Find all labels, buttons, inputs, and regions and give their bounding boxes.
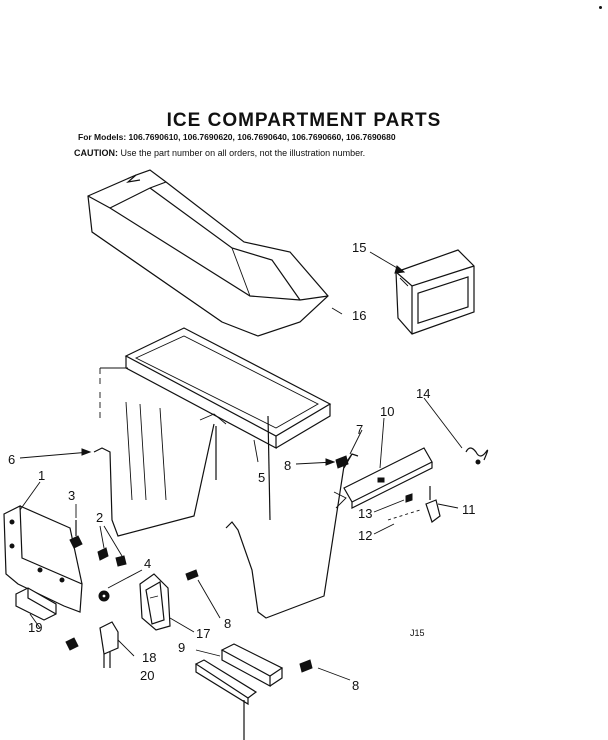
callout-4: 4 — [144, 556, 151, 571]
screw-8-a — [185, 569, 199, 581]
screw-8-b — [335, 455, 349, 469]
switch-part — [99, 621, 119, 668]
callout-16: 16 — [352, 308, 366, 323]
callout-5: 5 — [258, 470, 265, 485]
fastener-11 — [425, 486, 441, 523]
page-title: ICE COMPARTMENT PARTS — [166, 110, 442, 131]
arrow-8b — [325, 458, 336, 466]
screw-small — [65, 637, 79, 651]
callout-3: 3 — [68, 488, 75, 503]
ice-bucket-part — [87, 169, 329, 337]
arrow-15 — [394, 265, 406, 274]
mounting-bracket-part — [3, 505, 83, 613]
callout-8b: 8 — [284, 458, 291, 473]
callout-6: 6 — [8, 452, 15, 467]
callout-8a: 8 — [224, 616, 231, 631]
callout-14: 14 — [416, 386, 430, 401]
arrow-6 — [81, 448, 92, 456]
callout-8c: 8 — [352, 678, 359, 693]
spring-part — [465, 447, 489, 465]
callout-11: 11 — [462, 502, 476, 517]
shelf-tray-part — [124, 327, 332, 449]
front-cover-part — [395, 249, 475, 335]
callout-10: 10 — [380, 404, 394, 419]
callout-19: 19 — [28, 620, 42, 635]
callout-12: 12 — [358, 528, 372, 543]
callout-17: 17 — [196, 626, 210, 641]
nut-4 — [98, 590, 110, 602]
part-12-guide — [387, 509, 421, 521]
corner-mark — [599, 6, 602, 9]
clip-part — [220, 643, 284, 688]
callout-18: 18 — [142, 650, 156, 665]
right-wire-rod — [225, 415, 353, 619]
callout-2: 2 — [96, 510, 103, 525]
caution-text: Use the part number on all orders, not t… — [120, 148, 366, 158]
small-plate-part — [15, 587, 57, 621]
lever-plate-part — [333, 447, 433, 509]
callout-15: 15 — [352, 240, 366, 255]
bar-part — [194, 659, 258, 706]
callout-9: 9 — [178, 640, 185, 655]
callout-20: 20 — [140, 668, 154, 683]
caution-note: CAUTION: Use the part number on all orde… — [74, 148, 365, 158]
callout-7: 7 — [356, 422, 363, 437]
caution-label: CAUTION: — [74, 148, 118, 158]
callout-13: 13 — [358, 506, 372, 521]
part-13 — [405, 493, 413, 503]
housing-part — [139, 573, 171, 631]
page-code: J15 — [410, 628, 425, 638]
model-list: For Models: 106.7690610, 106.7690620, 10… — [78, 132, 396, 142]
left-wire-rod — [93, 401, 217, 537]
callout-1: 1 — [38, 468, 45, 483]
screw-3 — [69, 520, 83, 549]
screw-8-c — [299, 659, 313, 673]
screws-2 — [97, 547, 127, 567]
